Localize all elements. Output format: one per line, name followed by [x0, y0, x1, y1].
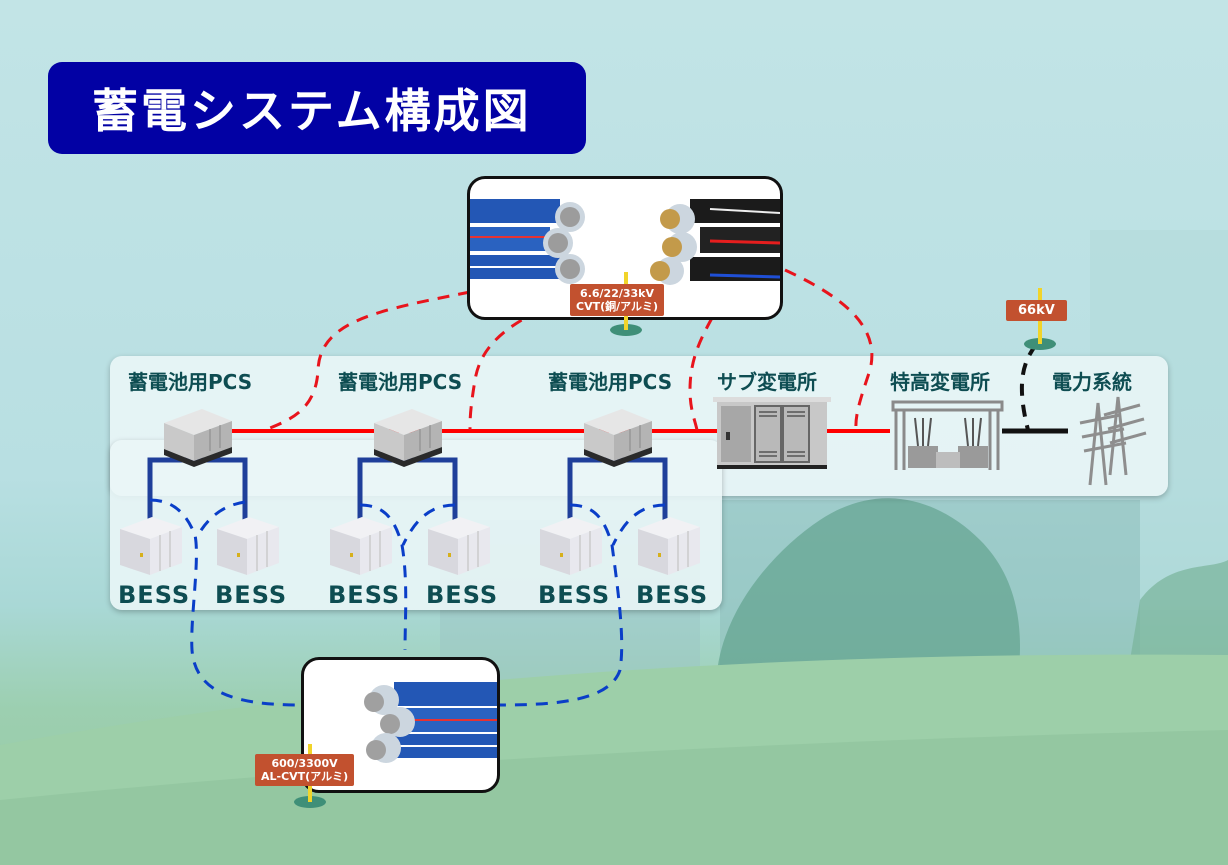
bess-label: BESS [118, 581, 191, 609]
grid-voltage: 66kV [1018, 303, 1055, 318]
power-grid-label: 電力系統 [1052, 370, 1132, 394]
pcs-label-2: 蓄電池用PCS [338, 370, 463, 394]
battery-container-icon [120, 517, 182, 575]
battery-container-icon [540, 517, 602, 575]
battery-container-icon [428, 517, 490, 575]
bess-unit-2: BESS [215, 515, 287, 609]
copper-cable-icon [650, 199, 780, 285]
bess-unit-6: BESS [636, 515, 708, 609]
hv-cable-tag: 6.6/22/33kV CVT(銅/アルミ) [570, 284, 665, 316]
grid-cable-tag: 66kV [1006, 300, 1067, 321]
three-core-cable-icon [470, 199, 780, 285]
lv-cable-voltage: 600/3300V [271, 757, 338, 770]
hv-cable-voltage: 6.6/22/33kV [580, 287, 655, 300]
lv-cable-type: AL-CVT(アルミ) [261, 770, 349, 783]
pcs-label-3: 蓄電池用PCS [548, 370, 673, 394]
lv-cable-tag: 600/3300V AL-CVT(アルミ) [255, 754, 355, 786]
bess-label: BESS [328, 581, 401, 609]
bess-label: BESS [636, 581, 709, 609]
pcs-cabinet-icon [164, 409, 232, 467]
bess-unit-3: BESS [328, 515, 400, 609]
bess-label: BESS [426, 581, 499, 609]
battery-container-icon [217, 517, 279, 575]
extra-high-substation-label: 特高変電所 [890, 370, 990, 394]
battery-container-icon [638, 517, 700, 575]
substation-label: サブ変電所 [717, 370, 817, 394]
pcs-cabinet-icon [374, 409, 442, 467]
pcs-cabinet-icon [584, 409, 652, 467]
battery-container-icon [330, 517, 392, 575]
bess-label: BESS [538, 581, 611, 609]
substation-cubicle-icon [713, 397, 831, 469]
page-title: 蓄電システム構成図 [92, 84, 532, 138]
bess-label: BESS [215, 581, 288, 609]
bess-unit-4: BESS [426, 515, 498, 609]
lv-cable-card [301, 657, 500, 793]
title-banner: 蓄電システム構成図 [48, 62, 586, 154]
transmission-tower-icon [1079, 396, 1147, 486]
pcs-label-1: 蓄電池用PCS [128, 370, 253, 394]
hv-cable-type: CVT(銅/アルミ) [576, 300, 659, 313]
bess-unit-1: BESS [118, 515, 190, 609]
aluminum-cable-icon [470, 199, 585, 284]
transformer-station-icon [891, 400, 1004, 470]
hv-cable-card [467, 176, 783, 320]
three-core-cable-icon [364, 682, 497, 763]
bess-unit-5: BESS [538, 515, 610, 609]
